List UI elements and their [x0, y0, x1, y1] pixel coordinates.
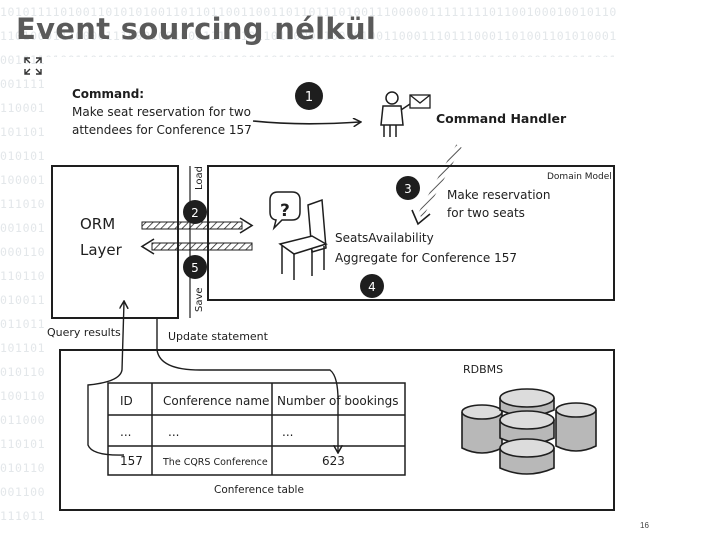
save-label: Save: [194, 287, 205, 312]
slide-title: Event sourcing nélkül: [16, 12, 377, 46]
command-line-1: Make seat reservation for two: [72, 105, 251, 119]
orm-label-1: ORM: [80, 215, 115, 233]
question-mark: ?: [280, 201, 290, 221]
expand-icon[interactable]: [24, 57, 42, 75]
table-cell-1-0: 157: [120, 454, 143, 468]
step-3-label: 3: [404, 182, 412, 196]
step-3-circle: [396, 176, 420, 200]
chair-icon: [278, 198, 328, 280]
domain-model-box: [207, 165, 615, 301]
update-statement-arrow: [156, 318, 338, 452]
database-icon: [461, 388, 597, 475]
orm-label-2: Layer: [80, 241, 123, 259]
speech-bubble: [269, 191, 301, 231]
step-4-circle: [360, 274, 384, 298]
rdbms-box: [59, 349, 615, 511]
table-cell-0-2: ...: [282, 425, 293, 439]
load-label: Load: [194, 166, 205, 190]
load-arrow: [141, 221, 243, 230]
step-5-circle: [183, 255, 207, 279]
reservation-line-2: for two seats: [447, 206, 525, 220]
step-1-circle: [295, 82, 323, 110]
table-cell-0-0: ...: [120, 425, 131, 439]
orm-box: [51, 165, 179, 319]
step-1-label: 1: [305, 90, 313, 105]
command-arrow: [252, 121, 360, 124]
table-cell-1-1: The CQRS Conference: [162, 457, 268, 468]
table-cell-0-1: ...: [168, 425, 179, 439]
reservation-arrow: [417, 144, 462, 218]
reservation-arrow-head: [411, 209, 431, 226]
rdbms-label: RDBMS: [463, 363, 503, 376]
step-2-label: 2: [191, 206, 199, 220]
table-header-name: Conference name: [163, 394, 269, 408]
table-header-id: ID: [120, 394, 133, 408]
update-statement-label: Update statement: [168, 330, 269, 343]
command-line-2: attendees for Conference 157: [72, 123, 252, 137]
aggregate-line-2: Aggregate for Conference 157: [335, 251, 517, 265]
diagram-panel: Command: Make seat reservation for two a…: [44, 57, 640, 529]
aggregate-line-1: SeatsAvailability: [335, 231, 434, 245]
command-handler-label: Command Handler: [436, 111, 567, 126]
step-2-circle: [183, 200, 207, 224]
query-results-label: Query results: [47, 326, 121, 339]
table-cell-1-2: 623: [322, 454, 345, 468]
diagram: Command: Make seat reservation for two a…: [47, 82, 615, 511]
query-results-arrow: [87, 302, 124, 456]
conference-table: [107, 382, 406, 476]
reservation-line-1: Make reservation: [447, 188, 551, 202]
table-caption: Conference table: [214, 484, 304, 496]
load-arrow-head: [239, 217, 254, 234]
envelope-icon: [409, 94, 431, 109]
save-arrow: [151, 242, 253, 251]
step-4-label: 4: [368, 280, 376, 294]
save-arrow-head: [140, 238, 155, 255]
domain-model-label: Domain Model: [547, 172, 612, 182]
step-5-label: 5: [191, 261, 199, 275]
command-title: Command:: [72, 87, 144, 101]
person-icon: [380, 91, 411, 137]
page-number: 16: [640, 521, 649, 530]
